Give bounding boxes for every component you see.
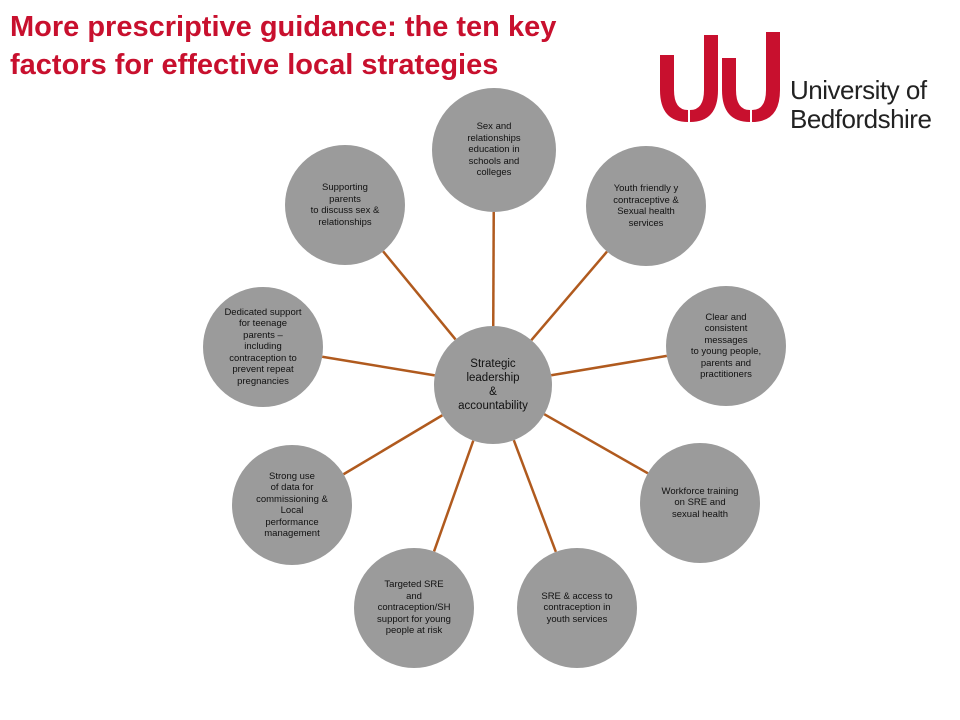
slide-title: More prescriptive guidance: the ten key … <box>10 8 650 84</box>
slide-title-line-2: factors for effective local strategies <box>10 49 499 81</box>
connector-line <box>342 414 443 476</box>
factor-node-label: Dedicated support for teenage parents – … <box>224 306 302 387</box>
factor-node-label: Sex and relationships education in schoo… <box>467 121 521 179</box>
university-logo-mark <box>660 32 780 122</box>
factor-node: Sex and relationships education in schoo… <box>432 88 556 212</box>
factor-node-label: Supporting parents to discuss sex & rela… <box>310 182 380 228</box>
factor-node-label: Targeted SRE and contraception/SH suppor… <box>377 579 451 637</box>
connector-line <box>512 439 558 553</box>
factor-node: Dedicated support for teenage parents – … <box>203 287 323 407</box>
factor-node: Youth friendly y contraceptive & Sexual … <box>586 146 706 266</box>
logo-line-1: University of <box>790 75 927 105</box>
factor-node: Workforce training on SRE and sexual hea… <box>640 443 760 563</box>
factor-node-label: SRE & access to contraception in youth s… <box>541 590 613 625</box>
logo-bar-shape <box>690 35 718 122</box>
connector-line <box>321 355 435 377</box>
connector-line <box>530 250 608 341</box>
factor-node: Strong use of data for commissioning & L… <box>232 445 352 565</box>
factor-node-label: Clear and consistent messages to young p… <box>690 311 762 381</box>
factor-node-label: Youth friendly y contraceptive & Sexual … <box>613 183 679 229</box>
factor-node: Clear and consistent messages to young p… <box>666 286 786 406</box>
connector-line <box>550 354 668 377</box>
university-logo-text: University of Bedfordshire <box>790 75 932 134</box>
factor-node-label: Workforce training on SRE and sexual hea… <box>661 485 739 520</box>
connector-line <box>543 413 649 475</box>
factor-node: SRE & access to contraception in youth s… <box>517 548 637 668</box>
connector-line <box>432 440 475 552</box>
central-node: Strategic leadership & accountability <box>434 326 552 444</box>
central-node-label: Strategic leadership & accountability <box>458 358 528 412</box>
logo-bar-shape <box>722 58 750 122</box>
factor-node: Supporting parents to discuss sex & rela… <box>285 145 405 265</box>
logo-bar-shape <box>752 32 780 122</box>
logo-line-2: Bedfordshire <box>790 104 932 134</box>
connector-line <box>382 250 457 341</box>
factor-node-label: Strong use of data for commissioning & L… <box>256 470 328 540</box>
factor-node: Targeted SRE and contraception/SH suppor… <box>354 548 474 668</box>
slide-title-line-1: More prescriptive guidance: the ten key <box>10 11 557 43</box>
logo-bar-shape <box>660 55 688 122</box>
